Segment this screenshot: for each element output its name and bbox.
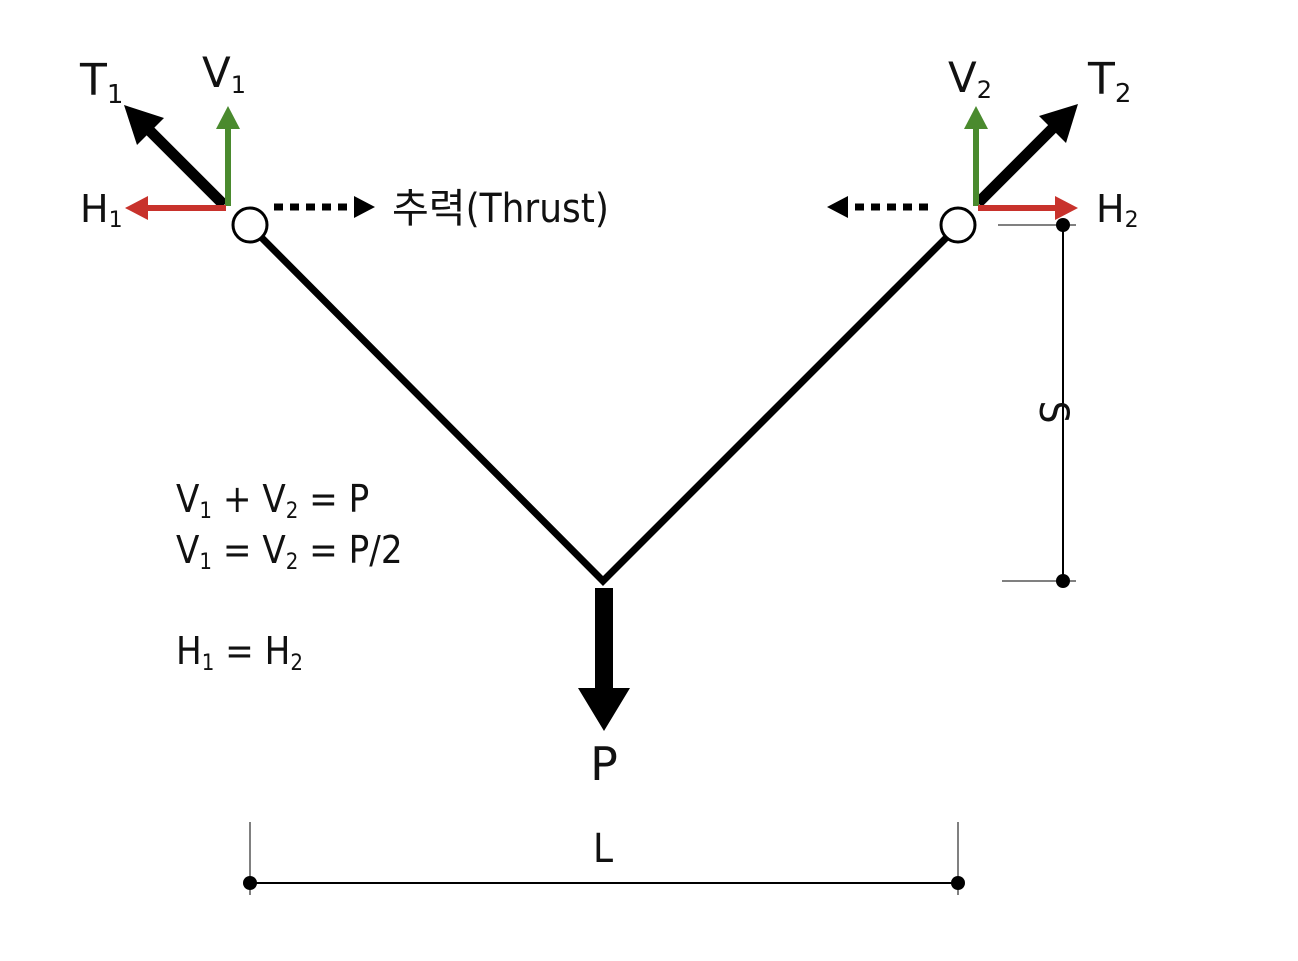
equation-line-3: H1 = H2	[176, 629, 303, 676]
load-arrow	[578, 588, 630, 731]
horizontal-force-label-left: H1	[80, 187, 123, 233]
thrust-label: 추력(Thrust)	[392, 186, 609, 232]
equation-line-2: V1 = V2 = P/2	[176, 528, 403, 575]
vertical-force-arrowhead-left	[216, 106, 240, 129]
tension-arrowhead-left	[124, 105, 164, 145]
horizontal-force-arrowhead-right	[1055, 196, 1078, 220]
horizontal-force-label-right: H2	[1096, 187, 1139, 233]
tension-arrow-right	[974, 124, 1057, 207]
left-support-forces	[124, 105, 375, 220]
tension-label-left: T1	[79, 55, 123, 110]
tension-label-right: T2	[1087, 54, 1131, 109]
thrust-arrowhead-left	[354, 196, 375, 218]
horizontal-force-arrowhead-left	[125, 196, 148, 220]
tension-arrow-left	[146, 127, 228, 209]
vertical-force-label-left: V1	[202, 48, 246, 99]
cable	[247, 223, 961, 586]
support-pin-left	[231, 206, 269, 244]
load-label: P	[590, 737, 618, 791]
tension-arrowhead-right	[1039, 104, 1078, 143]
span-label: L	[593, 826, 613, 872]
thrust-arrowhead-right	[827, 196, 848, 218]
sag-label: S	[1030, 401, 1076, 424]
span-dimension	[243, 822, 965, 895]
support-pin-right	[939, 206, 977, 244]
equation-line-1: V1 + V2 = P	[176, 477, 369, 524]
sag-dimension	[998, 218, 1076, 588]
right-support-forces	[827, 104, 1078, 220]
vertical-force-arrowhead-right	[964, 106, 988, 129]
vertical-force-label-right: V2	[948, 53, 992, 104]
